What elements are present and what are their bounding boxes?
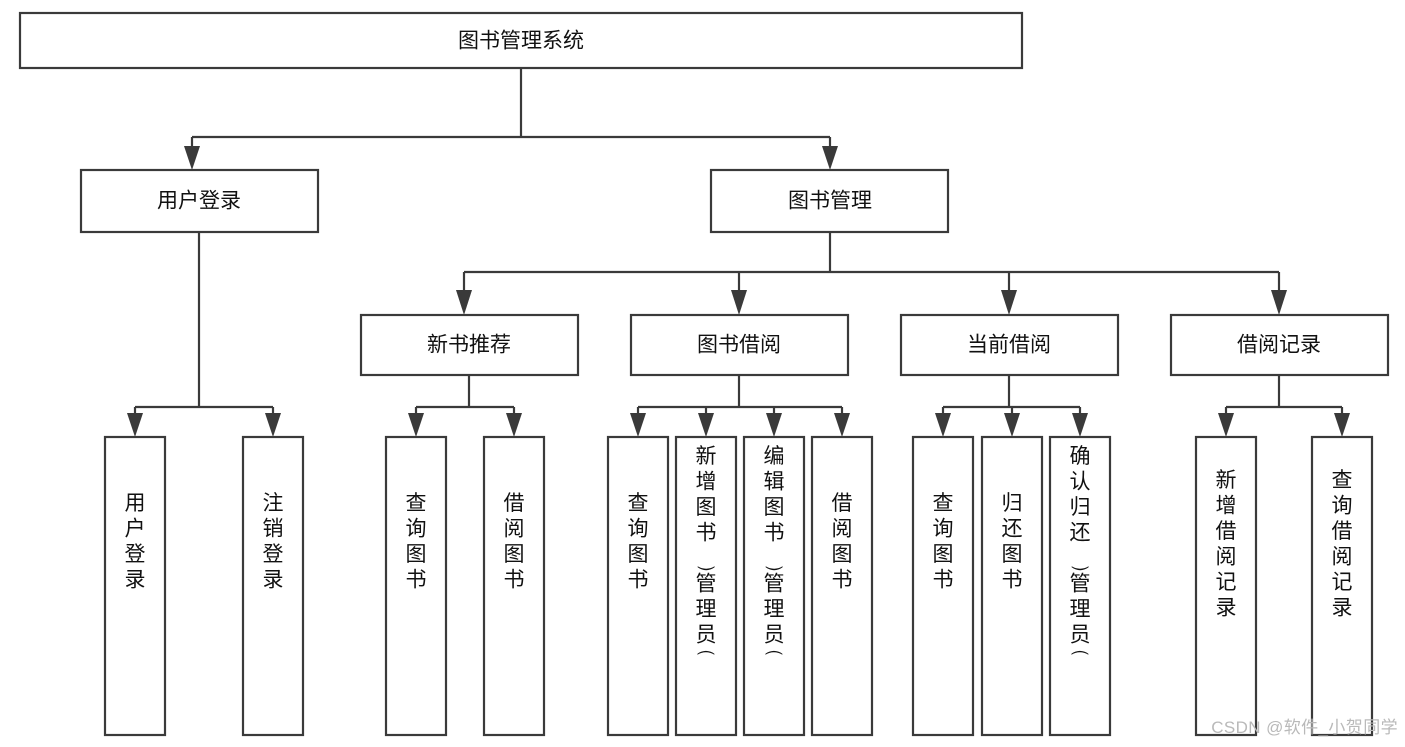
leaf-nb-borrow-book[interactable]: 借阅图书 (482, 435, 546, 737)
leaf-bb-add-book-box[interactable] (674, 435, 738, 737)
leaf-cb-return-book-box[interactable] (980, 435, 1044, 737)
connector-layer (127, 68, 1350, 437)
arrow-head-rr-query (1334, 413, 1350, 437)
leaf-cb-confirm-return-label: 确认归还⏝管理员⏜ (1070, 445, 1091, 671)
leaf-bb-edit-book[interactable]: 编辑图书⏝管理员⏜ (742, 435, 806, 737)
leaf-logout-label: 注销登录 (263, 492, 284, 592)
arrow-head-bb-edit (766, 413, 782, 437)
node-book-borrow-box[interactable] (629, 313, 850, 377)
node-user-login-box[interactable] (79, 168, 320, 234)
leaf-bb-add-book-label: 新增图书⏝管理员⏜ (696, 445, 717, 671)
arrow-head-current (1001, 290, 1017, 315)
node-current-borrow-label: 当前借阅 (967, 334, 1051, 357)
leaf-bb-borrow-book-box[interactable] (810, 435, 874, 737)
arrow-head-records (1271, 290, 1287, 315)
node-new-book-recommend-box[interactable] (359, 313, 580, 377)
node-current-borrow-box[interactable] (899, 313, 1120, 377)
leaf-bb-edit-book-label: 编辑图书⏝管理员⏜ (764, 445, 785, 671)
leaf-nb-query-book-box[interactable] (384, 435, 448, 737)
node-book-management[interactable]: 图书管理 (709, 168, 950, 234)
node-current-borrow[interactable]: 当前借阅 (899, 313, 1120, 377)
leaf-cb-confirm-return-box[interactable] (1048, 435, 1112, 737)
leaf-cb-return-book[interactable]: 归还图书 (980, 435, 1044, 737)
leaf-cb-query-book-box[interactable] (911, 435, 975, 737)
leaf-user-login[interactable]: 用户登录 (103, 435, 167, 737)
leaf-nb-borrow-book-box[interactable] (482, 435, 546, 737)
leaf-rr-add-record[interactable]: 新增借阅记录 (1194, 435, 1258, 737)
node-book-borrow-label: 图书借阅 (697, 334, 781, 357)
csdn-watermark: CSDN @软件_小贺同学 (1211, 718, 1398, 737)
leaf-rr-add-record-label: 新增借阅记录 (1216, 469, 1237, 620)
node-borrow-records-label: 借阅记录 (1237, 334, 1321, 357)
leaf-nb-query-book-label: 查询图书 (406, 492, 427, 592)
node-new-book-recommend-label: 新书推荐 (427, 334, 511, 357)
node-book-borrow[interactable]: 图书借阅 (629, 313, 850, 377)
node-user-login-label: 用户登录 (157, 190, 241, 213)
node-book-management-box[interactable] (709, 168, 950, 234)
leaf-bb-edit-book-box[interactable] (742, 435, 806, 737)
leaf-nb-query-book[interactable]: 查询图书 (384, 435, 448, 737)
arrow-head-cb-query (935, 413, 951, 437)
leaf-rr-query-record-label: 查询借阅记录 (1332, 469, 1353, 620)
arrow-head-user-login (184, 146, 200, 170)
arrow-head-leaf-user-login (127, 413, 143, 437)
leaf-cb-query-book-label: 查询图书 (933, 492, 954, 592)
node-new-book-recommend[interactable]: 新书推荐 (359, 313, 580, 377)
leaf-rr-query-record[interactable]: 查询借阅记录 (1310, 435, 1374, 737)
arrow-head-leaf-logout (265, 413, 281, 437)
leaf-nb-borrow-book-label: 借阅图书 (504, 492, 525, 592)
arrow-head-new-books (456, 290, 472, 315)
leaf-bb-query-book-box[interactable] (606, 435, 670, 737)
leaf-bb-query-book-label: 查询图书 (628, 492, 649, 592)
leaf-user-login-label: 用户登录 (125, 492, 146, 592)
node-root[interactable]: 图书管理系统 (18, 11, 1024, 70)
leaf-logout[interactable]: 注销登录 (241, 435, 305, 737)
leaf-bb-query-book[interactable]: 查询图书 (606, 435, 670, 737)
arrow-head-nb-query (408, 413, 424, 437)
leaf-user-login-box[interactable] (103, 435, 167, 737)
node-book-management-label: 图书管理 (788, 190, 872, 213)
node-borrow-records-box[interactable] (1169, 313, 1390, 377)
node-user-login[interactable]: 用户登录 (79, 168, 320, 234)
leaf-cb-return-book-label: 归还图书 (1002, 492, 1023, 592)
arrow-head-book-mgmt (822, 146, 838, 170)
leaf-bb-borrow-book-label: 借阅图书 (832, 492, 853, 592)
leaf-bb-borrow-book[interactable]: 借阅图书 (810, 435, 874, 737)
node-layer: 图书管理系统 用户登录 图书管理 新书推荐 图书借阅 当前 (18, 11, 1390, 737)
arrow-head-bb-borrow (834, 413, 850, 437)
leaf-rr-query-record-box[interactable] (1310, 435, 1374, 737)
arrow-head-borrow (731, 290, 747, 315)
arrow-head-cb-return (1004, 413, 1020, 437)
leaf-cb-confirm-return[interactable]: 确认归还⏝管理员⏜ (1048, 435, 1112, 737)
arrow-head-bb-add (698, 413, 714, 437)
arrow-head-cb-confirm (1072, 413, 1088, 437)
leaf-rr-add-record-box[interactable] (1194, 435, 1258, 737)
arrow-head-nb-borrow (506, 413, 522, 437)
node-root-box[interactable] (18, 11, 1024, 70)
node-borrow-records[interactable]: 借阅记录 (1169, 313, 1390, 377)
node-root-label: 图书管理系统 (458, 30, 584, 53)
arrow-head-rr-add (1218, 413, 1234, 437)
leaf-bb-add-book[interactable]: 新增图书⏝管理员⏜ (674, 435, 738, 737)
arrow-head-bb-query (630, 413, 646, 437)
leaf-cb-query-book[interactable]: 查询图书 (911, 435, 975, 737)
leaf-logout-box[interactable] (241, 435, 305, 737)
